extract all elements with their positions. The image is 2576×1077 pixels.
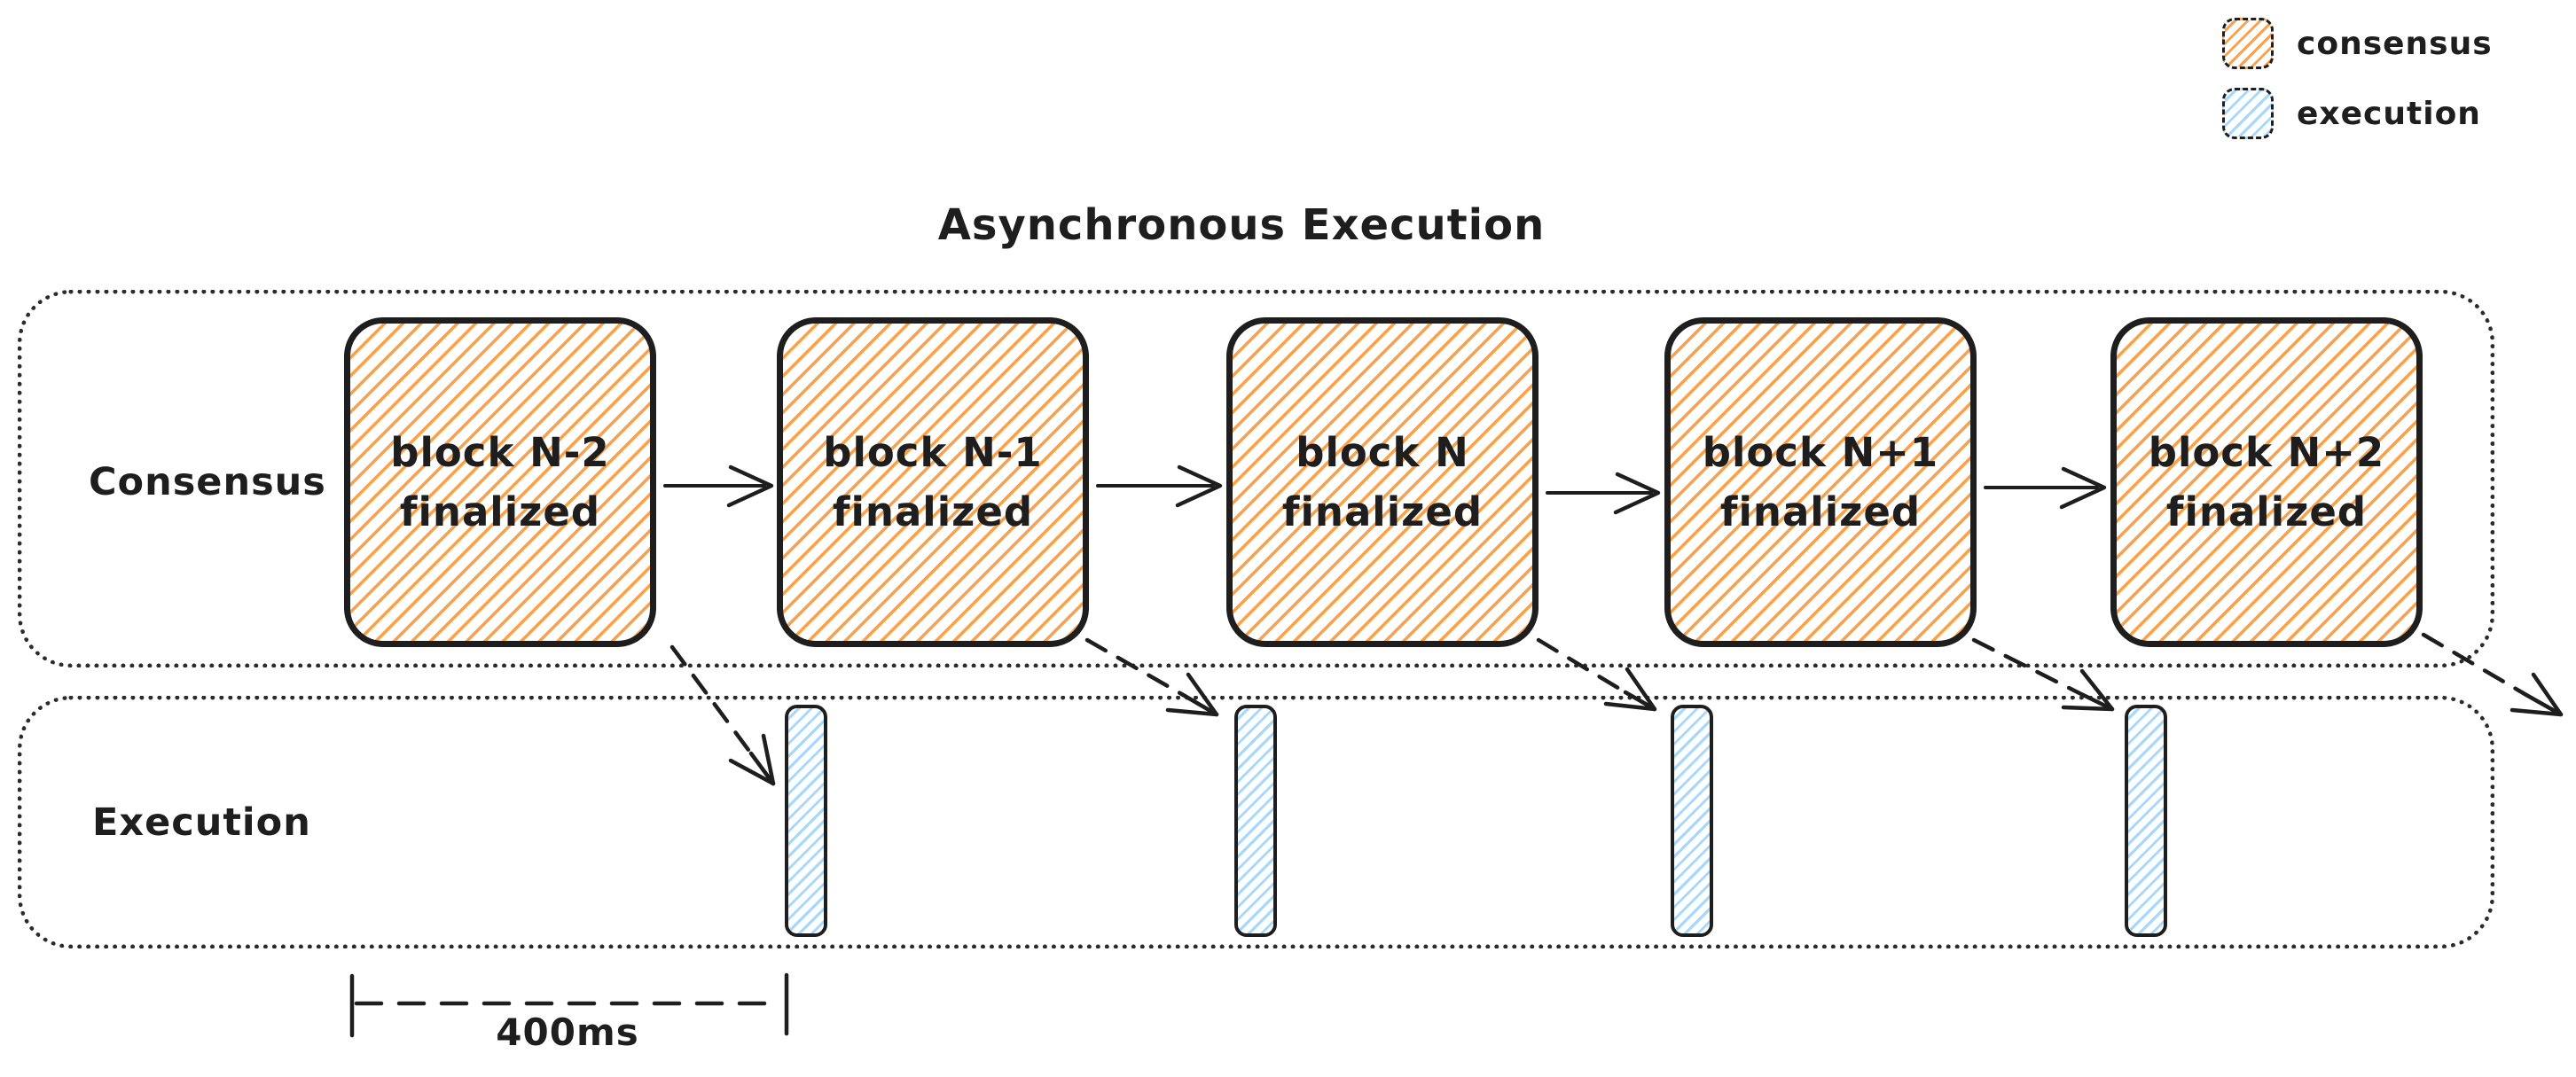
block-label-line2: finalized bbox=[1719, 488, 1922, 535]
block-label-line1: block N-2 bbox=[390, 428, 610, 476]
consensus-block-n-2: block N-2 finalized bbox=[344, 317, 656, 647]
execution-lane-label: Execution bbox=[92, 800, 311, 845]
execution-bar-n-2 bbox=[785, 705, 827, 937]
consensus-block-n-plus-2: block N+2 finalized bbox=[2110, 317, 2423, 647]
execution-hatch-swatch-icon bbox=[2222, 88, 2274, 139]
block-label-line2: finalized bbox=[2165, 488, 2368, 535]
execution-bar-n-1 bbox=[1234, 705, 1277, 937]
block-label-line1: block N+2 bbox=[2148, 428, 2385, 476]
execution-bar-n bbox=[1671, 705, 1713, 937]
timing-label: 400ms bbox=[496, 1011, 639, 1054]
execution-bar-n-plus-1 bbox=[2125, 705, 2167, 937]
legend-item-execution: execution bbox=[2222, 85, 2481, 142]
block-label-line2: finalized bbox=[832, 488, 1034, 535]
block-label-line1: block N-1 bbox=[823, 428, 1043, 476]
consensus-hatch-swatch-icon bbox=[2222, 18, 2274, 69]
legend-item-consensus: consensus bbox=[2222, 15, 2493, 72]
execution-lane-container bbox=[18, 696, 2494, 948]
block-label-line1: block N+1 bbox=[1702, 428, 1939, 476]
consensus-block-n: block N finalized bbox=[1226, 317, 1539, 647]
block-label-line1: block N bbox=[1296, 428, 1469, 476]
legend-label-consensus: consensus bbox=[2297, 25, 2493, 62]
legend-label-execution: execution bbox=[2297, 95, 2481, 132]
consensus-block-n-1: block N-1 finalized bbox=[777, 317, 1089, 647]
block-label-line2: finalized bbox=[1281, 488, 1484, 535]
block-label-line2: finalized bbox=[399, 488, 601, 535]
consensus-lane-label: Consensus bbox=[89, 460, 326, 504]
consensus-block-n-plus-1: block N+1 finalized bbox=[1664, 317, 1977, 647]
consensus-lane-container bbox=[18, 290, 2494, 667]
diagram-title: Asynchronous Execution bbox=[937, 200, 1546, 250]
